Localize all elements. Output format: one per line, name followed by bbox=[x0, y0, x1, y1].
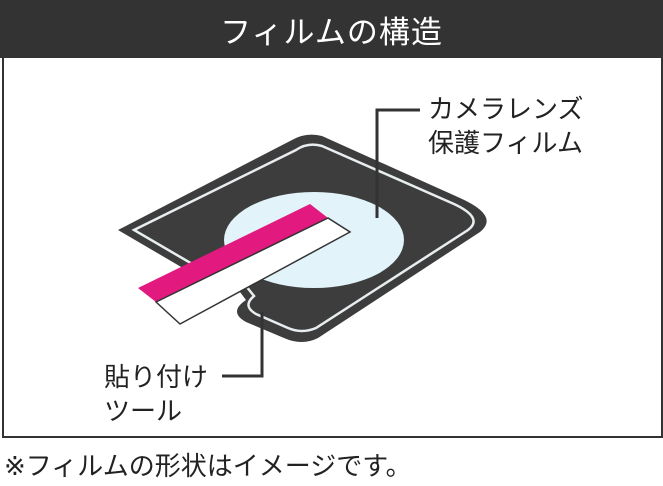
applicator-label-line1: 貼り付け bbox=[104, 363, 209, 393]
applicator-tool bbox=[154, 217, 352, 325]
film-outline bbox=[131, 143, 475, 333]
applicator-leader-line bbox=[222, 312, 264, 378]
title-text: フィルムの構造 bbox=[220, 14, 443, 51]
applicator-label-line2: ツール bbox=[104, 397, 183, 427]
camera-film-label-line2: 保護フィルム bbox=[428, 129, 583, 159]
camera-film-label-line1: カメラレンズ bbox=[428, 95, 584, 125]
applicator-label: 貼り付け ツール bbox=[104, 361, 208, 429]
shape-disclaimer: ※フィルムの形状はイメージです。 bbox=[4, 452, 412, 482]
page-title: フィルムの構造 bbox=[0, 0, 663, 58]
camera-film-leader-line bbox=[375, 108, 420, 218]
camera-film-label: カメラレンズ 保護フィルム bbox=[428, 93, 583, 161]
applicator-tool-tab bbox=[138, 204, 328, 302]
